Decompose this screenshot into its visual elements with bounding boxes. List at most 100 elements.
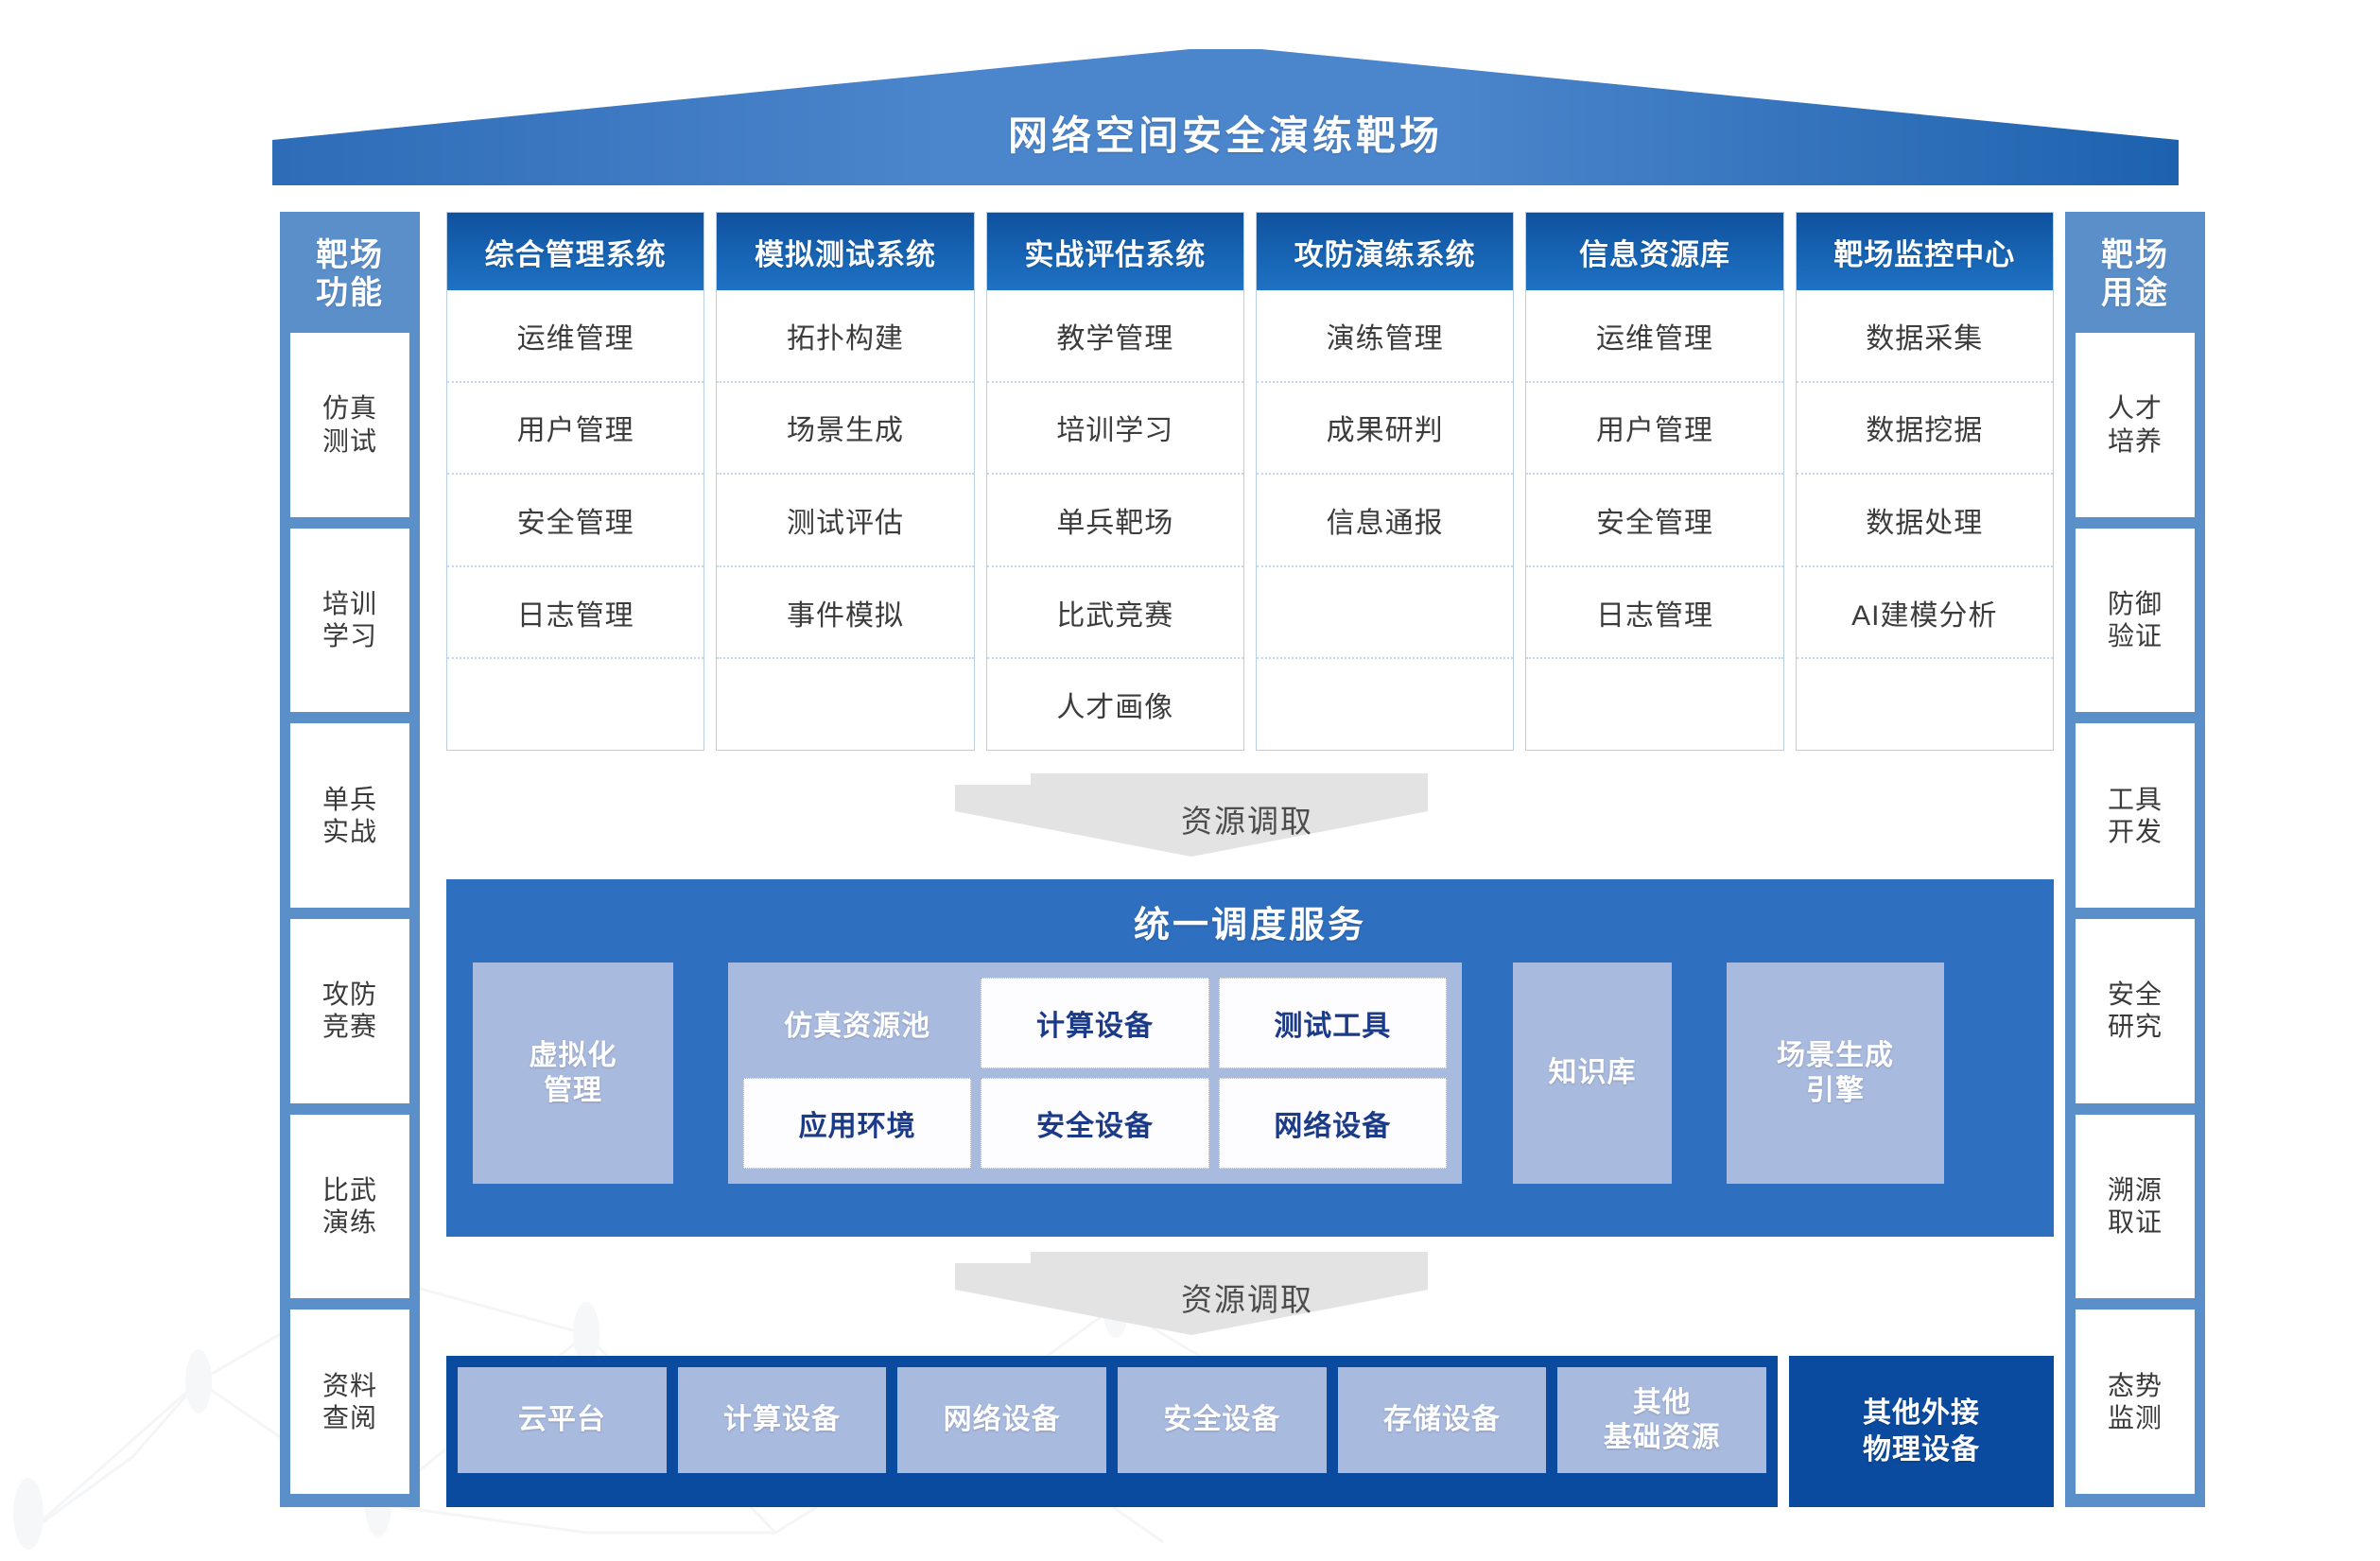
- infra-item-storage-device[interactable]: 存储设备: [1337, 1367, 1547, 1473]
- sidebar-item-defense-verification[interactable]: 防御验证: [2076, 528, 2195, 713]
- sidebar-item-simulation-test[interactable]: 仿真测试: [290, 333, 409, 517]
- pool-item-compute-device[interactable]: 计算设备: [981, 978, 1209, 1068]
- system-item[interactable]: 比武竞赛: [986, 567, 1243, 660]
- system-item[interactable]: 演练管理: [1256, 290, 1514, 383]
- label-line2: 验证: [2107, 621, 2163, 651]
- simulation-resource-pool: 仿真资源池 计算设备 测试工具 应用环境 安全设备 网络设备: [728, 963, 1462, 1184]
- label-line2: 基础资源: [1603, 1422, 1721, 1453]
- system-item[interactable]: 数据采集: [1796, 290, 2053, 383]
- system-item[interactable]: 单兵靶场: [986, 475, 1243, 567]
- label-line1: 计算设备: [723, 1404, 841, 1436]
- pool-item-security-device[interactable]: 安全设备: [981, 1078, 1209, 1169]
- scheduling-title: 统一调度服务: [1133, 905, 1366, 945]
- system-item[interactable]: 日志管理: [1526, 567, 1783, 660]
- sidebar-item-individual-combat[interactable]: 单兵实战: [290, 723, 409, 909]
- scene-generation-engine-box[interactable]: 场景生成引擎: [1727, 963, 1944, 1184]
- system-item[interactable]: 安全管理: [447, 475, 704, 567]
- sidebar-item-tool-development[interactable]: 工具开发: [2076, 723, 2195, 909]
- system-item[interactable]: 数据处理: [1796, 475, 2053, 567]
- system-header: 靶场监控中心: [1796, 213, 2053, 290]
- system-item[interactable]: 测试评估: [717, 475, 974, 567]
- label-line2: 管理: [544, 1075, 602, 1106]
- pool-item-test-tools[interactable]: 测试工具: [1218, 978, 1447, 1068]
- infra-item-other-base-resources[interactable]: 其他基础资源: [1557, 1367, 1767, 1473]
- system-item[interactable]: 信息通报: [1256, 475, 1514, 567]
- label-line2: 查阅: [321, 1402, 377, 1432]
- system-column-range-monitoring-center[interactable]: 靶场监控中心 数据采集 数据挖据 数据处理 AI建模分析: [1795, 212, 2054, 751]
- page-title: 网络空间安全演练靶场: [1007, 113, 1443, 158]
- sidebar-item-traceability-forensics[interactable]: 溯源取证: [2076, 1114, 2195, 1299]
- external-physical-device-box[interactable]: 其他外接物理设备: [1789, 1356, 2054, 1507]
- sidebar-item-document-review[interactable]: 资料查阅: [290, 1310, 409, 1494]
- infra-item-cloud-platform[interactable]: 云平台: [458, 1367, 667, 1473]
- right-sidebar: 靶场 用途 人才培养 防御验证 工具开发 安全研究 溯源取证 态势监测: [2065, 212, 2205, 1507]
- system-items: 演练管理 成果研判 信息通报: [1256, 290, 1514, 750]
- label-line1: 云平台: [517, 1404, 606, 1436]
- label-line1: 安全: [2107, 980, 2163, 1010]
- system-items: 拓扑构建 场景生成 测试评估 事件模拟: [717, 290, 974, 750]
- system-items: 运维管理 用户管理 安全管理 日志管理: [447, 290, 704, 750]
- label-line2: 学习: [321, 621, 377, 651]
- sidebar-item-situation-monitoring[interactable]: 态势监测: [2076, 1310, 2195, 1494]
- system-item[interactable]: 日志管理: [447, 567, 704, 660]
- system-column-combat-assessment[interactable]: 实战评估系统 教学管理 培训学习 单兵靶场 比武竞赛 人才画像: [985, 212, 1244, 751]
- label-line1: 场景生成: [1777, 1039, 1894, 1071]
- left-sidebar-title: 靶场 功能: [316, 236, 384, 312]
- system-item[interactable]: 拓扑构建: [717, 290, 974, 383]
- system-item[interactable]: 用户管理: [1526, 383, 1783, 476]
- system-item[interactable]: 人才画像: [1056, 692, 1174, 724]
- sidebar-item-training-study[interactable]: 培训学习: [290, 528, 409, 713]
- sidebar-item-competition-drill[interactable]: 比武演练: [290, 1114, 409, 1299]
- right-sidebar-title-line2: 用途: [2101, 275, 2169, 312]
- label-line1: 攻防: [321, 980, 377, 1010]
- knowledge-base-box[interactable]: 知识库: [1513, 963, 1672, 1184]
- system-item-empty: [1526, 659, 1782, 750]
- label-line2: 培养: [2107, 425, 2163, 456]
- resource-dispatch-arrow-down-icon: [955, 773, 1428, 857]
- left-sidebar-title-line2: 功能: [316, 275, 384, 312]
- system-items: 运维管理 用户管理 安全管理 日志管理: [1526, 290, 1783, 750]
- unified-scheduling-service: 统一调度服务 虚拟化管理 仿真资源池 计算设备 测试工具 应用环境 安全设备 网…: [446, 879, 2054, 1237]
- system-item[interactable]: 事件模拟: [717, 567, 974, 660]
- roof-banner: [272, 49, 2179, 185]
- pool-item-application-environment[interactable]: 应用环境: [743, 1078, 972, 1169]
- sidebar-item-talent-cultivation[interactable]: 人才培养: [2076, 333, 2195, 517]
- infra-item-compute-device[interactable]: 计算设备: [677, 1367, 887, 1473]
- system-item[interactable]: AI建模分析: [1796, 567, 2053, 660]
- label-line1: 虚拟化: [529, 1039, 617, 1071]
- system-item-empty: [447, 659, 704, 750]
- system-columns: 综合管理系统 运维管理 用户管理 安全管理 日志管理 模拟测试系统 拓扑构建 场…: [446, 212, 2054, 751]
- system-item[interactable]: 运维管理: [447, 290, 704, 383]
- system-item[interactable]: 数据挖据: [1796, 383, 2053, 476]
- label-line2: 实战: [321, 816, 377, 846]
- system-item[interactable]: 运维管理: [1526, 290, 1783, 383]
- left-sidebar-title-line1: 靶场: [316, 237, 384, 273]
- system-item-empty: [717, 659, 973, 750]
- system-column-attack-defense-drill[interactable]: 攻防演练系统 演练管理 成果研判 信息通报: [1255, 212, 1515, 751]
- virtualization-management-box[interactable]: 虚拟化管理: [473, 963, 673, 1184]
- scheduling-body: 虚拟化管理 仿真资源池 计算设备 测试工具 应用环境 安全设备 网络设备 知识库…: [446, 963, 2054, 1210]
- sidebar-item-security-research[interactable]: 安全研究: [2076, 919, 2195, 1103]
- pool-item-network-device[interactable]: 网络设备: [1218, 1078, 1447, 1169]
- system-column-simulation-test[interactable]: 模拟测试系统 拓扑构建 场景生成 测试评估 事件模拟: [716, 212, 975, 751]
- label-line1: 比武: [321, 1174, 377, 1205]
- system-item[interactable]: 用户管理: [447, 383, 704, 476]
- system-item[interactable]: 培训学习: [986, 383, 1243, 476]
- arrow-label-resource-dispatch-2: 资源调取: [1181, 1282, 1313, 1317]
- system-item[interactable]: 安全管理: [1526, 475, 1783, 567]
- infra-item-security-device[interactable]: 安全设备: [1118, 1367, 1327, 1473]
- system-column-information-repository[interactable]: 信息资源库 运维管理 用户管理 安全管理 日志管理: [1525, 212, 1784, 751]
- arrow-label-resource-dispatch: 资源调取: [1181, 804, 1313, 839]
- sidebar-item-attack-defense-contest[interactable]: 攻防竞赛: [290, 919, 409, 1103]
- system-column-integrated-management[interactable]: 综合管理系统 运维管理 用户管理 安全管理 日志管理: [446, 212, 705, 751]
- infra-item-network-device[interactable]: 网络设备: [897, 1367, 1107, 1473]
- system-item[interactable]: 场景生成: [717, 383, 974, 476]
- label-line2: 测试: [321, 425, 377, 456]
- system-item[interactable]: 教学管理: [986, 290, 1243, 383]
- system-item[interactable]: 成果研判: [1256, 383, 1514, 476]
- label-line2: 监测: [2107, 1402, 2163, 1432]
- right-sidebar-title-line1: 靶场: [2101, 237, 2169, 273]
- label-line2: 引擎: [1806, 1075, 1865, 1106]
- system-items: 教学管理 培训学习 单兵靶场 比武竞赛 人才画像: [986, 290, 1243, 750]
- left-sidebar: 靶场 功能 仿真测试 培训学习 单兵实战 攻防竞赛 比武演练 资料查阅: [280, 212, 420, 1507]
